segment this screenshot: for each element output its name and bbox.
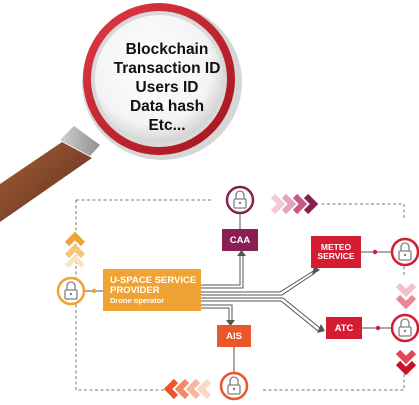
- lens-line-etc: Etc...: [148, 117, 186, 134]
- meteo-service-box: METEO SERVICE: [311, 236, 361, 268]
- lock-icon: [225, 185, 255, 215]
- caa-label: CAA: [229, 234, 251, 246]
- provider-title-line-2: PROVIDER: [110, 284, 160, 296]
- lock-icon: [390, 313, 419, 343]
- meteo-label-line-2: SERVICE: [317, 251, 355, 261]
- connector-lines: [83, 213, 393, 372]
- atc-label: ATC: [334, 322, 354, 334]
- chevron-arrow-icon: [270, 193, 319, 215]
- lock-icon: [56, 276, 86, 306]
- chevron-arrow-icon: [163, 378, 212, 400]
- lens-line-data-hash: Data hash: [129, 98, 205, 115]
- atc-box: ATC: [326, 317, 362, 339]
- ais-box: AIS: [217, 325, 251, 347]
- lens-line-blockchain: Blockchain: [125, 41, 209, 58]
- chevron-arrow-icon: [395, 282, 417, 376]
- lens-line-users-id: Users ID: [135, 79, 199, 96]
- meteo-label-line-1: METEO: [320, 241, 352, 252]
- dashed-frame: [75, 199, 405, 391]
- u-space-service-provider-box: U-SPACE SERVICE PROVIDER Drone operator: [103, 269, 201, 311]
- magnifying-glass-icon: [0, 3, 242, 222]
- provider-subtitle: Drone operator: [110, 295, 165, 305]
- lock-icon: [219, 371, 249, 401]
- ais-label: AIS: [226, 330, 242, 342]
- chevron-arrow-icon: [64, 231, 86, 268]
- lens-text: Blockchain Transaction ID Users ID Data …: [102, 40, 232, 135]
- lock-icon: [390, 237, 419, 267]
- caa-box: CAA: [222, 229, 258, 251]
- lens-line-transaction-id: Transaction ID: [113, 60, 221, 77]
- provider-title-line-1: U-SPACE SERVICE: [110, 274, 197, 286]
